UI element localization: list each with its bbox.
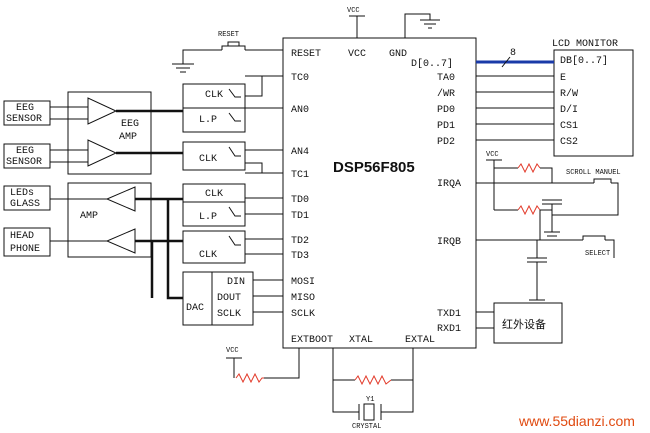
output-2-line2: PHONE — [10, 244, 40, 255]
eeg-amp-box — [67, 91, 152, 175]
svg-text:CLK: CLK — [205, 90, 223, 101]
crystal-y1-label: Y1 — [366, 396, 374, 404]
dac-label: DAC — [186, 303, 204, 314]
pin-pd2: PD2 — [437, 137, 455, 148]
lcd-pin-cs2: CS2 — [560, 137, 578, 148]
eeg-amp-1-triangle — [87, 97, 118, 125]
pin-xtal: XTAL — [349, 335, 373, 346]
eeg-amp-label-1: EEG — [121, 119, 139, 130]
svg-text:CLK: CLK — [199, 154, 217, 165]
pin-mosi: MOSI — [291, 277, 315, 288]
bus-width-label: 8 — [510, 48, 516, 59]
output-box-leds — [3, 185, 51, 211]
crystal-label: CRYSTAL — [352, 423, 381, 431]
output-amp-box — [67, 182, 152, 258]
pin-an0: AN0 — [291, 105, 309, 116]
lcd-monitor-box — [553, 49, 634, 157]
sensor-1-line2: SENSOR — [6, 114, 42, 125]
output-1-line2: GLASS — [10, 199, 40, 210]
output-2-line1: HEAD — [10, 231, 34, 242]
sensor-2-line2: SENSOR — [6, 157, 42, 168]
pin-vcc: VCC — [348, 49, 366, 60]
pin-tc1: TC1 — [291, 170, 309, 181]
irq-network-wiring — [476, 159, 619, 309]
svg-text:L.P: L.P — [199, 212, 217, 223]
lcd-pin-cs1: CS1 — [560, 121, 578, 132]
sensor-box-eeg-1 — [3, 100, 51, 126]
pin-sclk: SCLK — [291, 309, 315, 320]
svg-text:CLK: CLK — [205, 189, 223, 200]
filter-block-3: CLK L.P — [182, 183, 246, 227]
eeg-amp-label-2: AMP — [119, 132, 137, 143]
dac-pin-din: DIN — [227, 277, 245, 288]
filter-block-4: CLK — [182, 230, 246, 264]
pin-extboot: EXTBOOT — [291, 335, 333, 346]
pin-td0: TD0 — [291, 195, 309, 206]
sensor-2-line1: EEG — [16, 146, 34, 157]
output-amp-label: AMP — [80, 211, 98, 222]
eeg-amp-2-triangle — [87, 139, 118, 167]
reset-label: RESET — [218, 31, 239, 39]
pin-gnd: GND — [389, 49, 407, 60]
pin-rxd1: RXD1 — [437, 324, 461, 335]
sensor-1-line1: EEG — [16, 103, 34, 114]
lcd-control-wiring — [476, 75, 554, 141]
dac-pin-dout: DOUT — [217, 293, 241, 304]
pin-wr: /WR — [437, 88, 455, 100]
pin-txd1: TXD1 — [437, 309, 461, 320]
irq-vcc-label: VCC — [486, 151, 499, 159]
pin-td1: TD1 — [291, 211, 309, 222]
ir-module-box — [493, 302, 563, 344]
pin-irqb: IRQB — [437, 237, 461, 248]
svg-text:CLK: CLK — [199, 250, 217, 261]
ir-module-label: 红外设备 — [502, 317, 546, 331]
reset-switch-wiring — [172, 41, 283, 73]
lcd-pin-di: D/I — [560, 104, 578, 116]
dac-box — [182, 271, 254, 326]
pin-pd1: PD1 — [437, 121, 455, 132]
pin-irqa: IRQA — [437, 179, 461, 190]
extboot-wiring — [226, 348, 300, 384]
pin-extal: EXTAL — [405, 335, 435, 346]
chip-power-wiring — [349, 13, 440, 38]
chip-name: DSP56F805 — [333, 159, 415, 176]
eeg-to-filter-wiring — [116, 109, 183, 155]
pin-an4: AN4 — [291, 147, 309, 158]
pin-data-bus: D[0..7] — [411, 58, 453, 70]
dsp-chip-body — [282, 37, 477, 349]
output-wiring — [50, 198, 107, 242]
filter-block-1: CLK L.P — [182, 83, 246, 133]
crystal-wiring — [332, 348, 414, 421]
ir-module-wiring — [476, 311, 494, 329]
svg-text:L.P: L.P — [199, 115, 217, 126]
output-1-line1: LEDs — [10, 188, 34, 199]
extboot-vcc-label: VCC — [226, 347, 239, 355]
output-box-headphone — [3, 227, 51, 257]
pin-td3: TD3 — [291, 251, 309, 262]
pin-tc0: TC0 — [291, 73, 309, 84]
pin-ta0: TA0 — [437, 73, 455, 84]
scroll-label: SCROLL MANUEL — [566, 169, 621, 177]
pin-miso: MISO — [291, 293, 315, 304]
lcd-title: LCD MONITOR — [552, 39, 618, 50]
bus-slash — [501, 56, 511, 68]
eeg-input-wiring — [50, 106, 88, 163]
lcd-pin-db: DB[0..7] — [560, 55, 608, 67]
filter-to-chip-wiring — [245, 75, 283, 255]
dac-pin-sclk: SCLK — [217, 309, 241, 320]
dac-wiring — [150, 199, 283, 313]
top-vcc-label: VCC — [347, 7, 360, 15]
pin-reset: RESET — [291, 49, 321, 60]
select-label: SELECT — [585, 250, 610, 258]
watermark: www.55dianzi.com — [518, 413, 635, 429]
lcd-pin-rw: R/W — [560, 88, 578, 100]
pin-pd0: PD0 — [437, 105, 455, 116]
filter-block-2: CLK — [182, 141, 246, 171]
lcd-pin-e: E — [560, 73, 566, 84]
sensor-box-eeg-2 — [3, 143, 51, 169]
pin-td2: TD2 — [291, 236, 309, 247]
filter-to-output-amp-wiring — [135, 197, 183, 243]
